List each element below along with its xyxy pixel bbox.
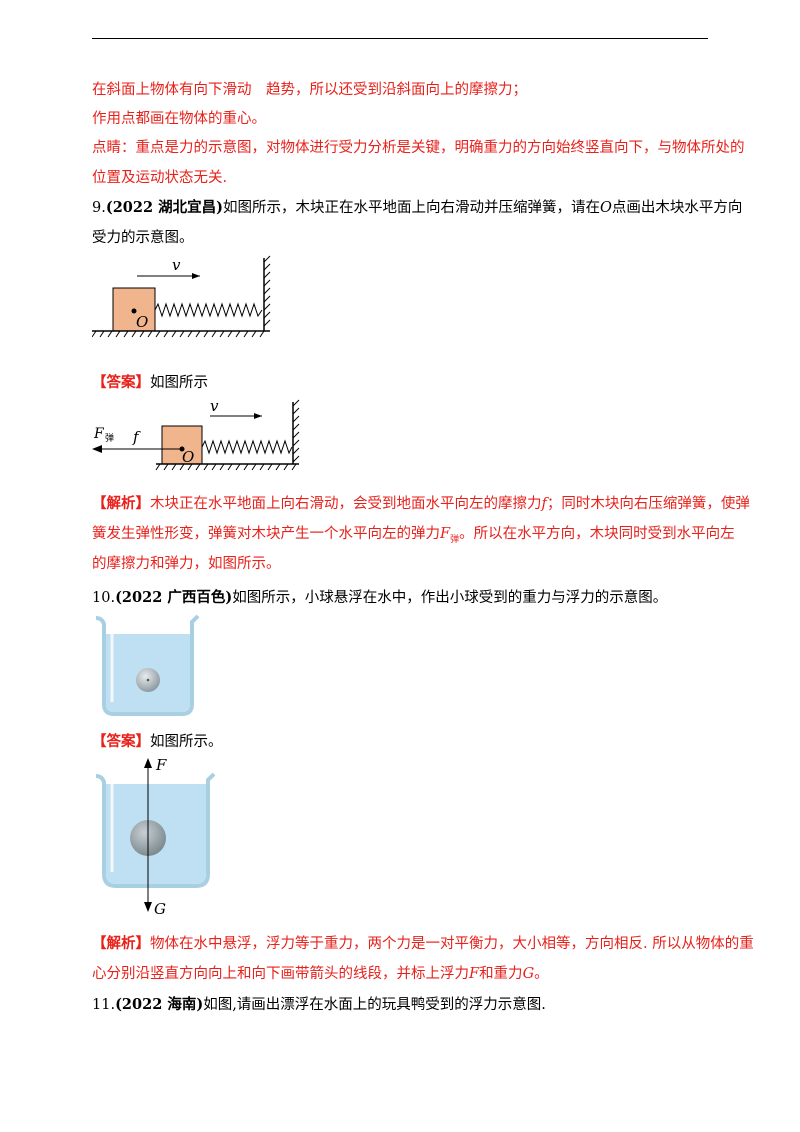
- center-point: [131, 308, 137, 314]
- analysis-9-line1: 【解析】木块正在水平地面上向右滑动，会受到地面水平向左的摩擦力f；同时木块向右压…: [92, 495, 750, 512]
- analysis-9-line2: 簧发生弹性形变，弹簧对木块产生一个水平向左的弹力F弹。所以在水平方向，木块同时受…: [92, 526, 735, 545]
- analysis-10-line2: 心分别沿竖直方向向上和向下画带箭头的线段，并标上浮力F和重力G。: [92, 966, 549, 982]
- question-source: (2022 海南): [115, 996, 204, 1013]
- friction-label: f: [132, 428, 141, 446]
- question-9: 9.(2022 湖北宜昌)如图所示，木块正在水平地面上向右滑动并压缩弹簧，请在O…: [92, 199, 743, 216]
- point-O-label: O: [136, 313, 148, 331]
- spring: [154, 302, 263, 318]
- velocity-label: v: [172, 256, 181, 274]
- question-10: 10.(2022 广西百色)如图所示，小球悬浮在水中，作出小球受到的重力与浮力的…: [92, 589, 668, 606]
- question-source: (2022 湖北宜昌): [105, 199, 223, 216]
- gravity-label: G: [154, 900, 166, 918]
- spring-force-label: F: [93, 426, 105, 442]
- wood-block: [161, 425, 203, 465]
- question-11: 11.(2022 海南)如图,请画出漂浮在水面上的玩具鸭受到的浮力示意图.: [92, 996, 546, 1013]
- point-O-label: O: [182, 448, 194, 466]
- spring: [201, 439, 293, 455]
- q10-figure: [95, 614, 200, 716]
- buoyancy-label: F: [155, 756, 167, 774]
- question-9-line2: 受力的示意图。: [92, 230, 194, 246]
- beaker: [95, 772, 216, 888]
- answer-9: 【答案】如图所示: [92, 374, 208, 391]
- analysis-tag: 【解析】: [92, 495, 150, 512]
- q9-answer-figure: v O F 弹 f: [92, 397, 300, 471]
- analysis-9-line3: 的摩擦力和弹力，如图所示。: [92, 556, 281, 572]
- header-rule: [92, 38, 708, 39]
- q10-answer-figure: F G: [95, 756, 216, 918]
- text-line: 在斜面上物体有向下滑动 趋势，所以还受到沿斜面向上的摩擦力；: [92, 82, 527, 98]
- answer-10: 【答案】如图所示。: [92, 733, 223, 750]
- analysis-tag: 【解析】: [92, 935, 150, 952]
- velocity-label: v: [210, 397, 219, 415]
- spring-force-subscript: 弹: [105, 432, 114, 444]
- beaker: [95, 614, 200, 716]
- text-line: 作用点都画在物体的重心。: [92, 111, 266, 127]
- question-source: (2022 广西百色): [115, 589, 233, 606]
- analysis-10-line1: 【解析】物体在水中悬浮，浮力等于重力，两个力是一对平衡力，大小相等，方向相反. …: [92, 935, 754, 952]
- text-line: 点睛：重点是力的示意图，对物体进行受力分析是关键，明确重力的方向始终竖直向下，与…: [92, 140, 745, 156]
- q9-figure: v O: [92, 255, 271, 338]
- answer-tag: 【答案】: [92, 733, 150, 750]
- answer-tag: 【答案】: [92, 374, 150, 391]
- text-line: 位置及运动状态无关.: [92, 170, 228, 186]
